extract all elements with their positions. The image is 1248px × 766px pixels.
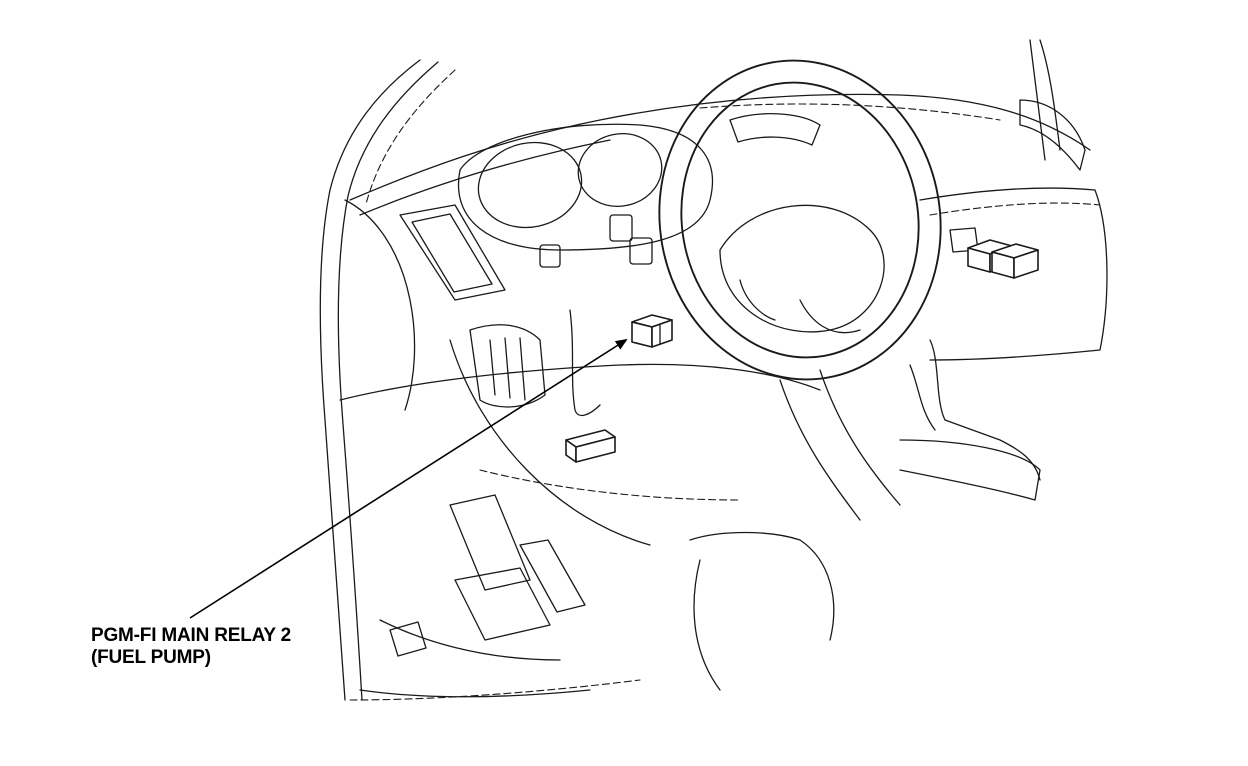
right-dashboard	[919, 99, 1108, 361]
pgm-fi-main-relay-2	[631, 314, 673, 348]
relay-cluster-right	[967, 239, 1039, 279]
connector-block	[565, 429, 616, 463]
pedals	[349, 494, 641, 701]
callout-line-2: (FUEL PUMP)	[91, 647, 211, 668]
a-pillar	[319, 59, 456, 701]
steering-wheel	[658, 59, 942, 521]
callout-line-1: PGM-FI MAIN RELAY 2	[91, 625, 291, 646]
callout-leader-arrow	[189, 338, 628, 619]
lower-dashboard	[339, 309, 1041, 691]
instrument-cluster	[399, 123, 714, 301]
dashboard-top	[349, 39, 1091, 216]
left-vents	[469, 214, 653, 408]
relay-callout-label: PGM-FI MAIN RELAY 2 (FUEL PUMP)	[91, 625, 291, 669]
